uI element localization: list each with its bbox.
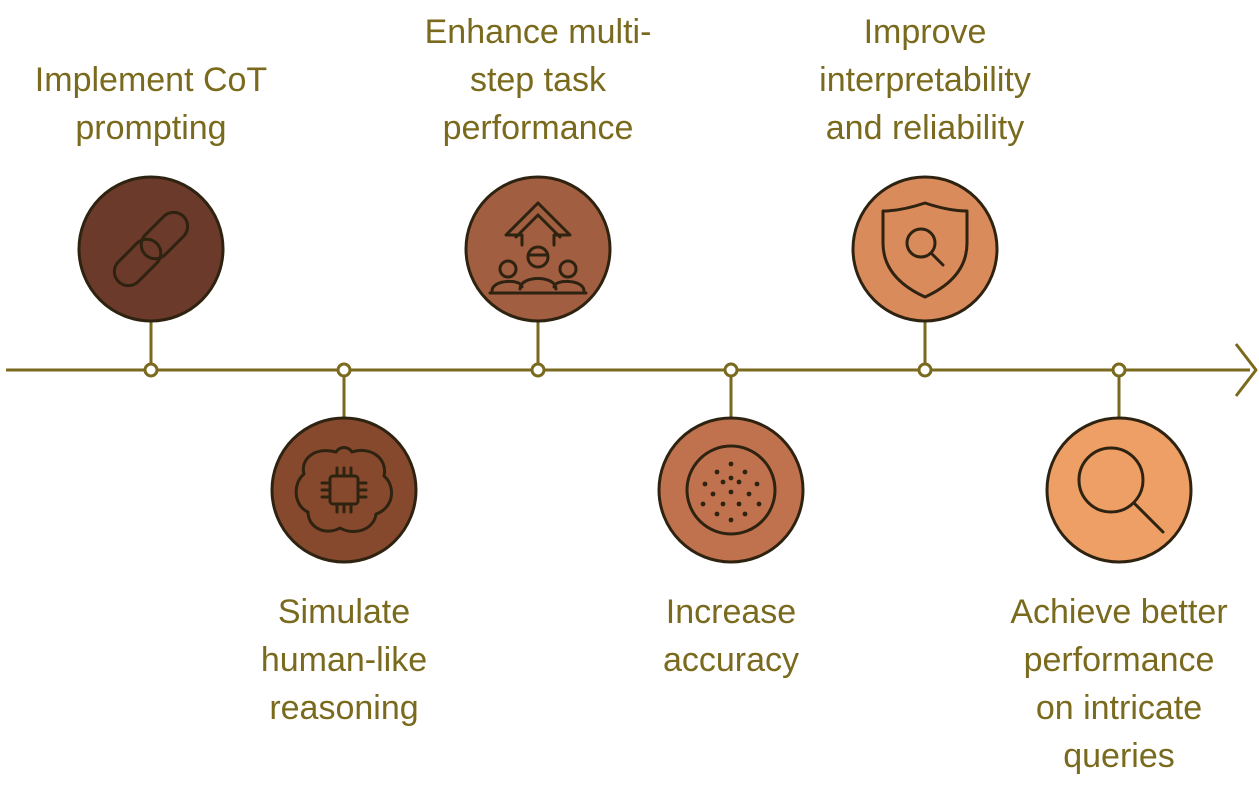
timeline-step xyxy=(464,175,612,378)
step-label-line: on intricate xyxy=(1035,689,1203,727)
step-label-line: queries xyxy=(1063,737,1175,775)
step-label-line: reasoning xyxy=(269,689,419,727)
step-label-line: Implement CoT xyxy=(34,61,268,99)
step-circle xyxy=(1045,416,1193,564)
step-label-line: Improve xyxy=(863,13,987,51)
timeline-marker xyxy=(336,362,352,378)
step-label-line: Achieve better xyxy=(1010,593,1228,631)
step-label: Enhance multi-step task performance xyxy=(398,8,678,152)
step-label: Simulate human-like reasoning xyxy=(204,588,484,732)
step-circle xyxy=(851,175,999,323)
step-label-line: performance xyxy=(1023,641,1215,679)
step-label-line: interpretability xyxy=(819,61,1031,99)
timeline-marker xyxy=(1111,362,1127,378)
step-label-line: performance xyxy=(442,109,634,147)
timeline-step xyxy=(851,175,999,378)
step-label-line: prompting xyxy=(75,109,227,147)
step-label-line: accuracy xyxy=(662,641,800,679)
step-label: Increase accuracy xyxy=(591,588,871,684)
step-label: Improve interpretability and reliability xyxy=(785,8,1065,152)
timeline-step xyxy=(1045,362,1193,564)
step-label-line: and reliability xyxy=(825,109,1025,147)
shield-search-icon xyxy=(881,201,969,299)
timeline-step xyxy=(657,362,805,564)
brain-chip-icon xyxy=(294,446,393,533)
step-label-line: Enhance multi- xyxy=(424,13,652,51)
timeline-marker xyxy=(917,362,933,378)
timeline-arrowhead xyxy=(1234,343,1258,397)
step-label-line: Simulate xyxy=(277,593,411,631)
timeline-marker xyxy=(530,362,546,378)
timeline-step xyxy=(270,362,418,564)
chain-link-icon xyxy=(112,210,190,288)
step-circle xyxy=(270,416,418,564)
step-circle xyxy=(77,175,225,323)
step-label-line: step task xyxy=(469,61,607,99)
step-label: Implement CoT prompting xyxy=(11,56,291,152)
timeline-marker xyxy=(143,362,159,378)
step-label-line: Increase xyxy=(665,593,797,631)
timeline-step xyxy=(77,175,225,378)
team-growth-icon xyxy=(488,201,588,295)
step-label-line: human-like xyxy=(260,641,428,679)
magnifier-icon xyxy=(1077,446,1165,534)
step-label: Achieve better performance on intricate que… xyxy=(979,588,1259,780)
step-circle xyxy=(464,175,612,323)
timeline-marker xyxy=(723,362,739,378)
target-dots-icon xyxy=(685,444,777,536)
